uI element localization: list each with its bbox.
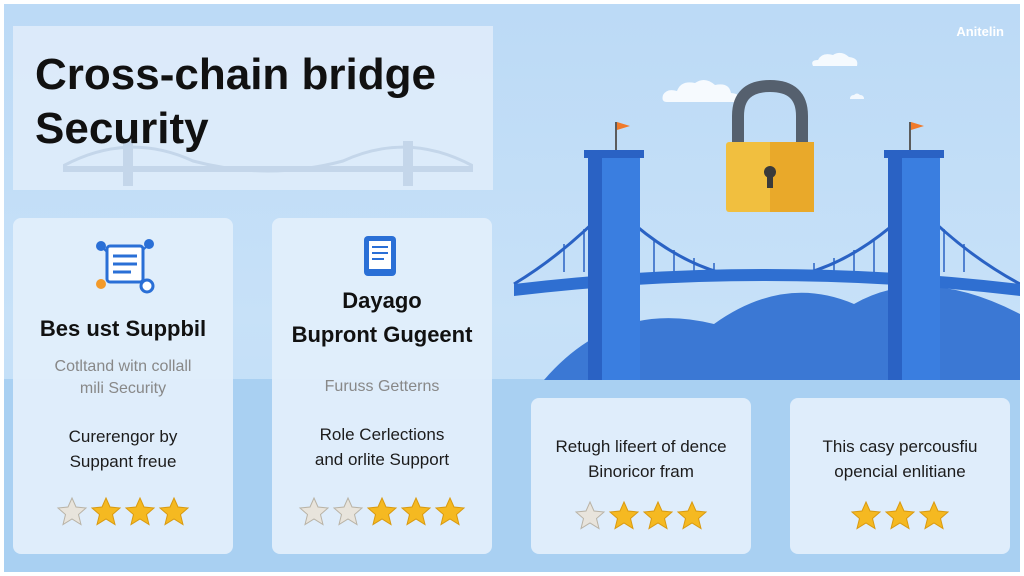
star-rating bbox=[531, 500, 751, 530]
description-line: This casy percousfiu bbox=[822, 437, 978, 456]
card-description: Curerengor by Suppant freue bbox=[19, 424, 227, 474]
description-line: and orlite Support bbox=[314, 450, 450, 469]
star-filled-icon bbox=[158, 496, 190, 526]
cloud-icon bbox=[850, 93, 864, 99]
right-tower bbox=[884, 122, 944, 380]
heading-line: Dayago bbox=[342, 288, 422, 313]
subtitle-line: Cotltand witn collall bbox=[54, 358, 192, 375]
card-description: Role Cerlections and orlite Support bbox=[278, 422, 486, 472]
star-filled-icon bbox=[884, 500, 916, 530]
bridge-watermark-icon bbox=[63, 141, 473, 186]
card-description: This casy percousfiu opencial enlitiane bbox=[796, 434, 1004, 484]
page-title: Cross-chain bridge Security bbox=[35, 48, 485, 156]
padlock-icon bbox=[726, 79, 814, 212]
cloud-icon bbox=[812, 52, 858, 66]
card-subtitle: Furuss Getterns bbox=[278, 376, 486, 398]
feature-card-2: Dayago Bupront Gugeent Furuss Getterns R… bbox=[272, 218, 492, 554]
infographic-canvas: Anitelin Cross-chain bridge Security bbox=[4, 4, 1020, 572]
brand-logo: Anitelin bbox=[956, 24, 1004, 39]
star-empty-icon bbox=[574, 500, 606, 530]
star-filled-icon bbox=[642, 500, 674, 530]
title-line: Security bbox=[35, 104, 209, 153]
star-rating bbox=[13, 496, 233, 526]
star-empty-icon bbox=[298, 496, 330, 526]
star-filled-icon bbox=[608, 500, 640, 530]
title-panel: Cross-chain bridge Security bbox=[13, 26, 493, 190]
heading-line: Bupront Gugeent bbox=[291, 322, 473, 347]
description-line: Curerengor by bbox=[68, 427, 178, 446]
star-empty-icon bbox=[332, 496, 364, 526]
star-filled-icon bbox=[400, 496, 432, 526]
card-description: Retugh lifeert of dence Binoricor fram bbox=[537, 434, 745, 484]
flag-icon bbox=[911, 122, 924, 130]
title-line: Cross-chain bridge bbox=[35, 50, 436, 99]
subtitle-line: mili Security bbox=[79, 380, 167, 397]
description-line: Binoricor fram bbox=[588, 462, 694, 481]
bridge-lock-illustration bbox=[513, 79, 1020, 380]
star-filled-icon bbox=[366, 496, 398, 526]
description-line: Suppant freue bbox=[69, 452, 177, 471]
flag-icon bbox=[617, 122, 630, 130]
description-line: Retugh lifeert of dence bbox=[555, 437, 727, 456]
star-filled-icon bbox=[434, 496, 466, 526]
star-filled-icon bbox=[90, 496, 122, 526]
star-filled-icon bbox=[676, 500, 708, 530]
star-filled-icon bbox=[124, 496, 156, 526]
card-heading: Bes ust Suppbil bbox=[39, 316, 207, 341]
card-heading: Dayago Bupront Gugeent bbox=[272, 284, 492, 352]
feature-card-4: This casy percousfiu opencial enlitiane bbox=[790, 398, 1010, 554]
left-tower bbox=[584, 122, 644, 380]
star-filled-icon bbox=[918, 500, 950, 530]
star-rating bbox=[272, 496, 492, 526]
tablet-document-icon bbox=[364, 236, 396, 276]
star-empty-icon bbox=[56, 496, 88, 526]
feature-card-1: Bes ust Suppbil Cotltand witn collall mi… bbox=[13, 218, 233, 554]
network-document-icon bbox=[96, 239, 155, 294]
star-rating bbox=[790, 500, 1010, 530]
description-line: opencial enlitiane bbox=[834, 462, 966, 481]
feature-card-3: Retugh lifeert of dence Binoricor fram bbox=[531, 398, 751, 554]
subtitle-line: Furuss Getterns bbox=[324, 378, 440, 395]
card-subtitle: Cotltand witn collall mili Security bbox=[19, 356, 227, 400]
description-line: Role Cerlections bbox=[319, 425, 445, 444]
star-filled-icon bbox=[850, 500, 882, 530]
cloud-icon bbox=[662, 79, 740, 102]
